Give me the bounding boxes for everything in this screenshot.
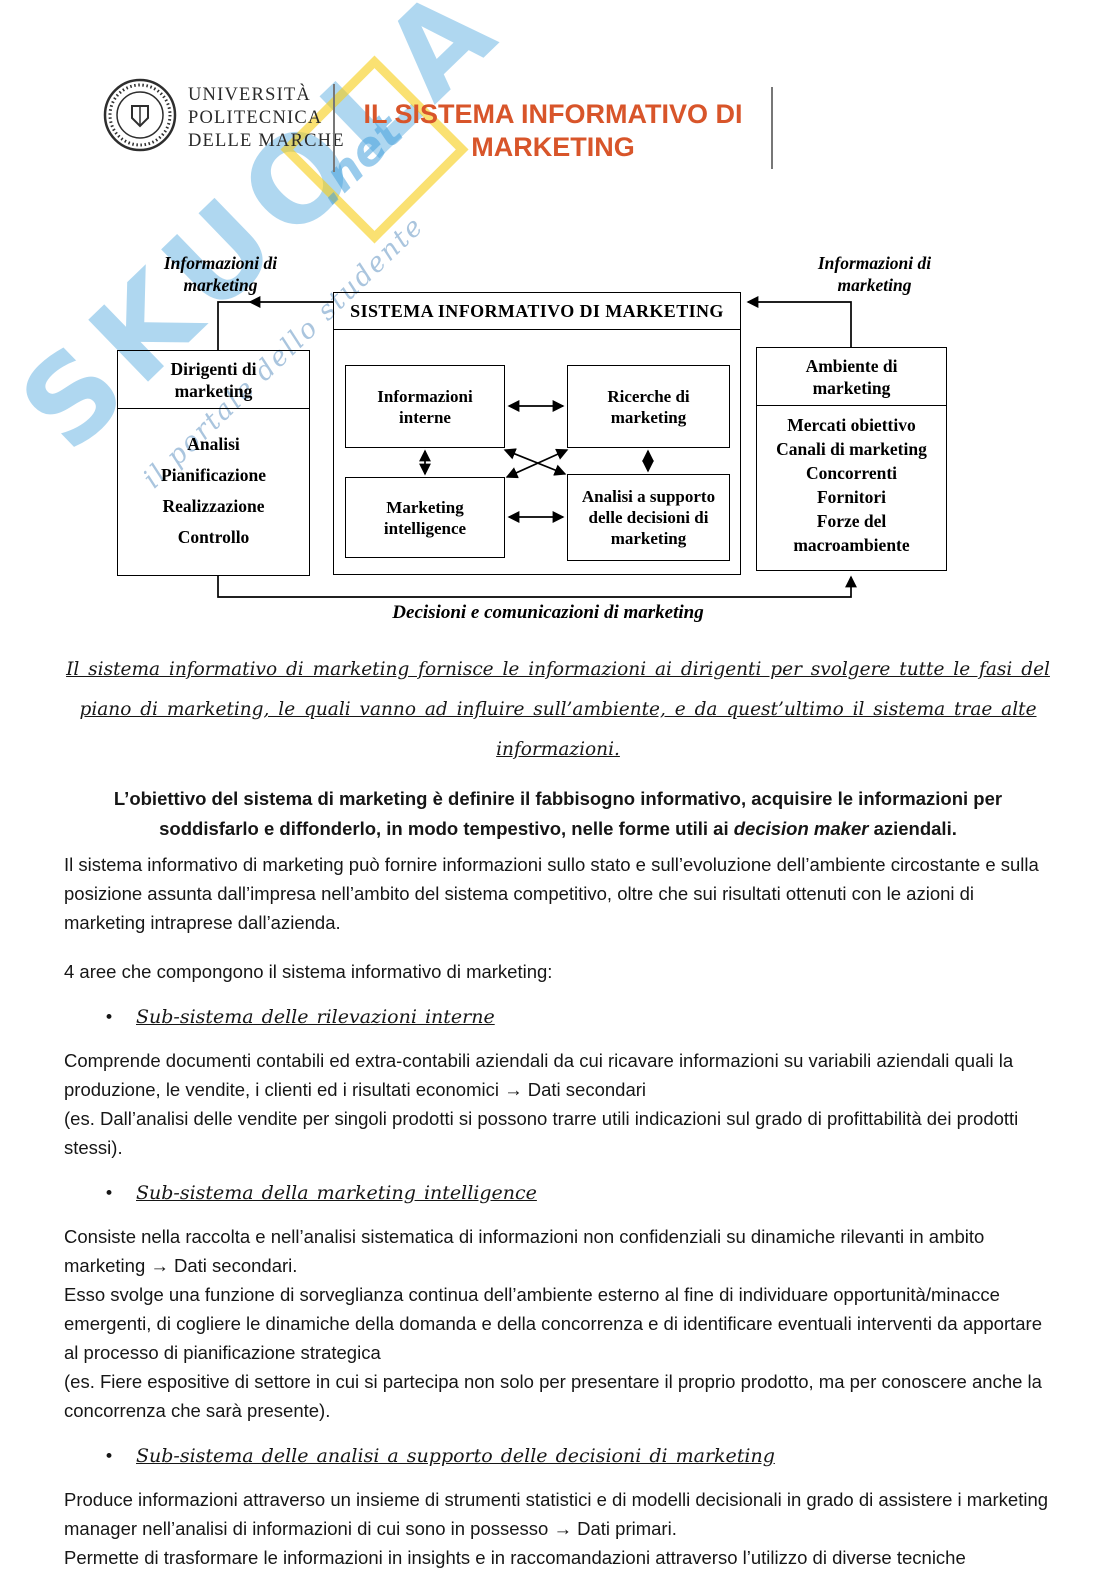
header-divider-left — [333, 84, 335, 172]
diagram-box-decision-support: Analisi a supporto delle decisioni di ma… — [567, 474, 730, 561]
bullet-subsystem-internal: • Sub-sistema delle rilevazioni interne — [104, 1006, 1052, 1028]
diagram-box-marketing-intelligence: Marketing intelligence — [345, 477, 505, 558]
diagram-box-internal-info: Informazioni interne — [345, 365, 505, 448]
objective-statement: L’obiettivo del sistema di marketing è d… — [64, 784, 1052, 844]
university-name-line: POLITECNICA — [188, 108, 323, 128]
bullet-icon: • — [104, 1184, 115, 1204]
university-seal-icon — [103, 78, 177, 152]
paragraph-subsystem-decision-support: Produce informazioni attraverso un insie… — [64, 1489, 1049, 1568]
diagram-arrows — [217, 296, 857, 598]
objective-decision-maker: decision maker — [733, 818, 869, 839]
diagram-label-info-left: Informazioni di marketing — [163, 253, 278, 295]
diagram-label-info-right: Informazioni di marketing — [817, 253, 932, 295]
university-name-line: DELLE MARCHE — [188, 131, 345, 151]
diagram-environment-box: Ambiente di marketing Mercati obiettivo … — [756, 347, 947, 571]
diagram-managers-box: Dirigenti di marketing Analisi Pianifica… — [117, 350, 310, 576]
bullet-subsystem-intelligence: • Sub-sistema della marketing intelligen… — [104, 1182, 1052, 1204]
diagram-managers-body: Analisi Pianificazione Realizzazione Con… — [161, 434, 266, 547]
areas-intro: 4 aree che compongono il sistema informa… — [64, 961, 553, 982]
diagram-environment-title: Ambiente di marketing — [757, 348, 946, 406]
paragraph-overview: Il sistema informativo di marketing può … — [64, 854, 1039, 933]
university-name: UNIVERSITÀ POLITECNICA DELLE MARCHE — [188, 84, 345, 153]
document-title-line1: IL SISTEMA INFORMATIVO DI — [363, 99, 743, 129]
diagram-managers-title: Dirigenti di marketing — [118, 351, 309, 409]
diagram-system-box: SISTEMA INFORMATIVO DI MARKETING — [333, 292, 741, 575]
diagram-label-decisions: Decisioni e comunicazioni di marketing — [392, 602, 704, 623]
diagram-system-title: SISTEMA INFORMATIVO DI MARKETING — [334, 293, 740, 330]
bullet-subsystem-decision-support: • Sub-sistema delle analisi a supporto d… — [104, 1445, 1052, 1467]
diagram-box-marketing-research: Ricerche di marketing — [567, 365, 730, 448]
paragraph-subsystem-internal: Comprende documenti contabili ed extra-c… — [64, 1050, 1019, 1158]
university-name-line: UNIVERSITÀ — [188, 85, 311, 105]
objective-text: L’obiettivo del sistema di marketing è d… — [113, 788, 1003, 839]
bullet-icon: • — [104, 1447, 115, 1467]
bullet-label: Sub-sistema della marketing intelligence — [136, 1182, 537, 1204]
bullet-label: Sub-sistema delle analisi a supporto del… — [136, 1445, 775, 1467]
document-title-line2: MARKETING — [471, 132, 635, 162]
bullet-label: Sub-sistema delle rilevazioni interne — [136, 1006, 495, 1028]
marketing-information-system-diagram: Informazioni di marketing Informazioni d… — [0, 250, 1116, 650]
paragraph-subsystem-intelligence: Consiste nella raccolta e nell’analisi s… — [64, 1226, 1043, 1421]
document-body: Il sistema informativo di marketing forn… — [0, 648, 1116, 1572]
bullet-icon: • — [104, 1008, 115, 1028]
intro-statement: Il sistema informativo di marketing forn… — [66, 659, 1050, 760]
header-divider-right — [771, 87, 773, 169]
diagram-environment-body: Mercati obiettivo Canali di marketing Co… — [776, 415, 927, 555]
document-title: IL SISTEMA INFORMATIVO DI MARKETING — [353, 98, 753, 164]
objective-text-end: aziendali. — [868, 818, 957, 839]
